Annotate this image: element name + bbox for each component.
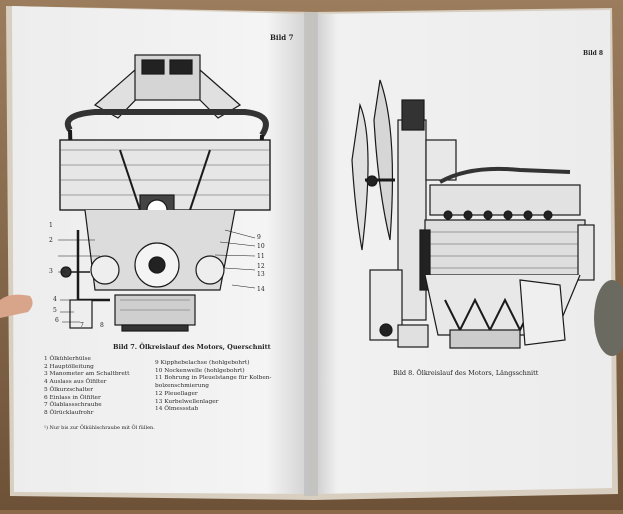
legend-item: 3 Manometer am Schaltbrett bbox=[44, 371, 130, 378]
callout-number: 10 bbox=[257, 243, 265, 250]
callout-number: 5 bbox=[53, 307, 57, 314]
callout-number: 11 bbox=[257, 253, 265, 260]
legend-left-column: 1 Ölkühlerhülse 2 Hauptölleitung 3 Manom… bbox=[44, 356, 129, 418]
legend-item: 8 Ölrücklaufrohr bbox=[44, 409, 94, 416]
right-page-number: Bild 8 bbox=[583, 50, 604, 57]
callout-number: 3 bbox=[49, 268, 53, 275]
engine-cross-section-drawing bbox=[58, 54, 271, 332]
legend-item: 7 Ölablassschraube bbox=[44, 402, 102, 409]
legend-item: 6 Einlass in Ölfilter bbox=[44, 394, 101, 401]
legend-item: 14 Ölmessstab bbox=[155, 406, 199, 413]
callout-number: 14 bbox=[257, 286, 265, 293]
legend-item: bolzenschmierung bbox=[155, 383, 209, 390]
footnote: ¹) Nur bis zur Ölkühlschraube mit Öl fül… bbox=[44, 425, 155, 431]
spine-shadow bbox=[304, 12, 318, 496]
legend-right-column: 9 Kipphebelachse (hohlgebohrt) 10 Nocken… bbox=[155, 360, 271, 414]
left-figure-caption: Bild 7. Ölkreislauf des Motors, Querschn… bbox=[113, 343, 271, 351]
legend-item: 12 Pleuellager bbox=[155, 390, 198, 397]
legend-item: 2 Hauptölleitung bbox=[44, 363, 94, 370]
left-hand-thumb bbox=[0, 294, 33, 318]
callout-number: 8 bbox=[100, 322, 104, 329]
callout-number: 12 bbox=[257, 263, 265, 270]
right-figure-caption: Bild 8. Ölkreislauf des Motors, Längssch… bbox=[393, 369, 539, 377]
legend-item: 4 Auslass aus Ölfilter bbox=[44, 379, 107, 386]
legend-item: 13 Kurbelwellenlager bbox=[155, 398, 219, 405]
engine-longitudinal-section-drawing bbox=[351, 79, 595, 349]
legend-item: 1 Ölkühlerhülse bbox=[44, 356, 91, 362]
right-hand-thumb bbox=[594, 280, 623, 356]
legend-item: 9 Kipphebelachse (hohlgebohrt) bbox=[155, 360, 250, 366]
callout-number: 1 bbox=[49, 222, 53, 229]
callout-number: 6 bbox=[55, 317, 59, 324]
callout-number: 7 bbox=[80, 322, 84, 329]
legend-item: 11 Bohrung in Pleuelstange für Kolben- bbox=[155, 375, 272, 382]
legend-item: 5 Ölkurzschalter bbox=[44, 386, 94, 393]
legend-item: 10 Nockenwelle (hohlgebohrt) bbox=[155, 367, 245, 374]
callout-number: 9 bbox=[257, 234, 261, 241]
callout-number: 2 bbox=[49, 237, 53, 244]
callout-number: 4 bbox=[53, 296, 57, 303]
left-page-number: Bild 7 bbox=[270, 33, 294, 42]
callout-number: 13 bbox=[257, 271, 265, 278]
